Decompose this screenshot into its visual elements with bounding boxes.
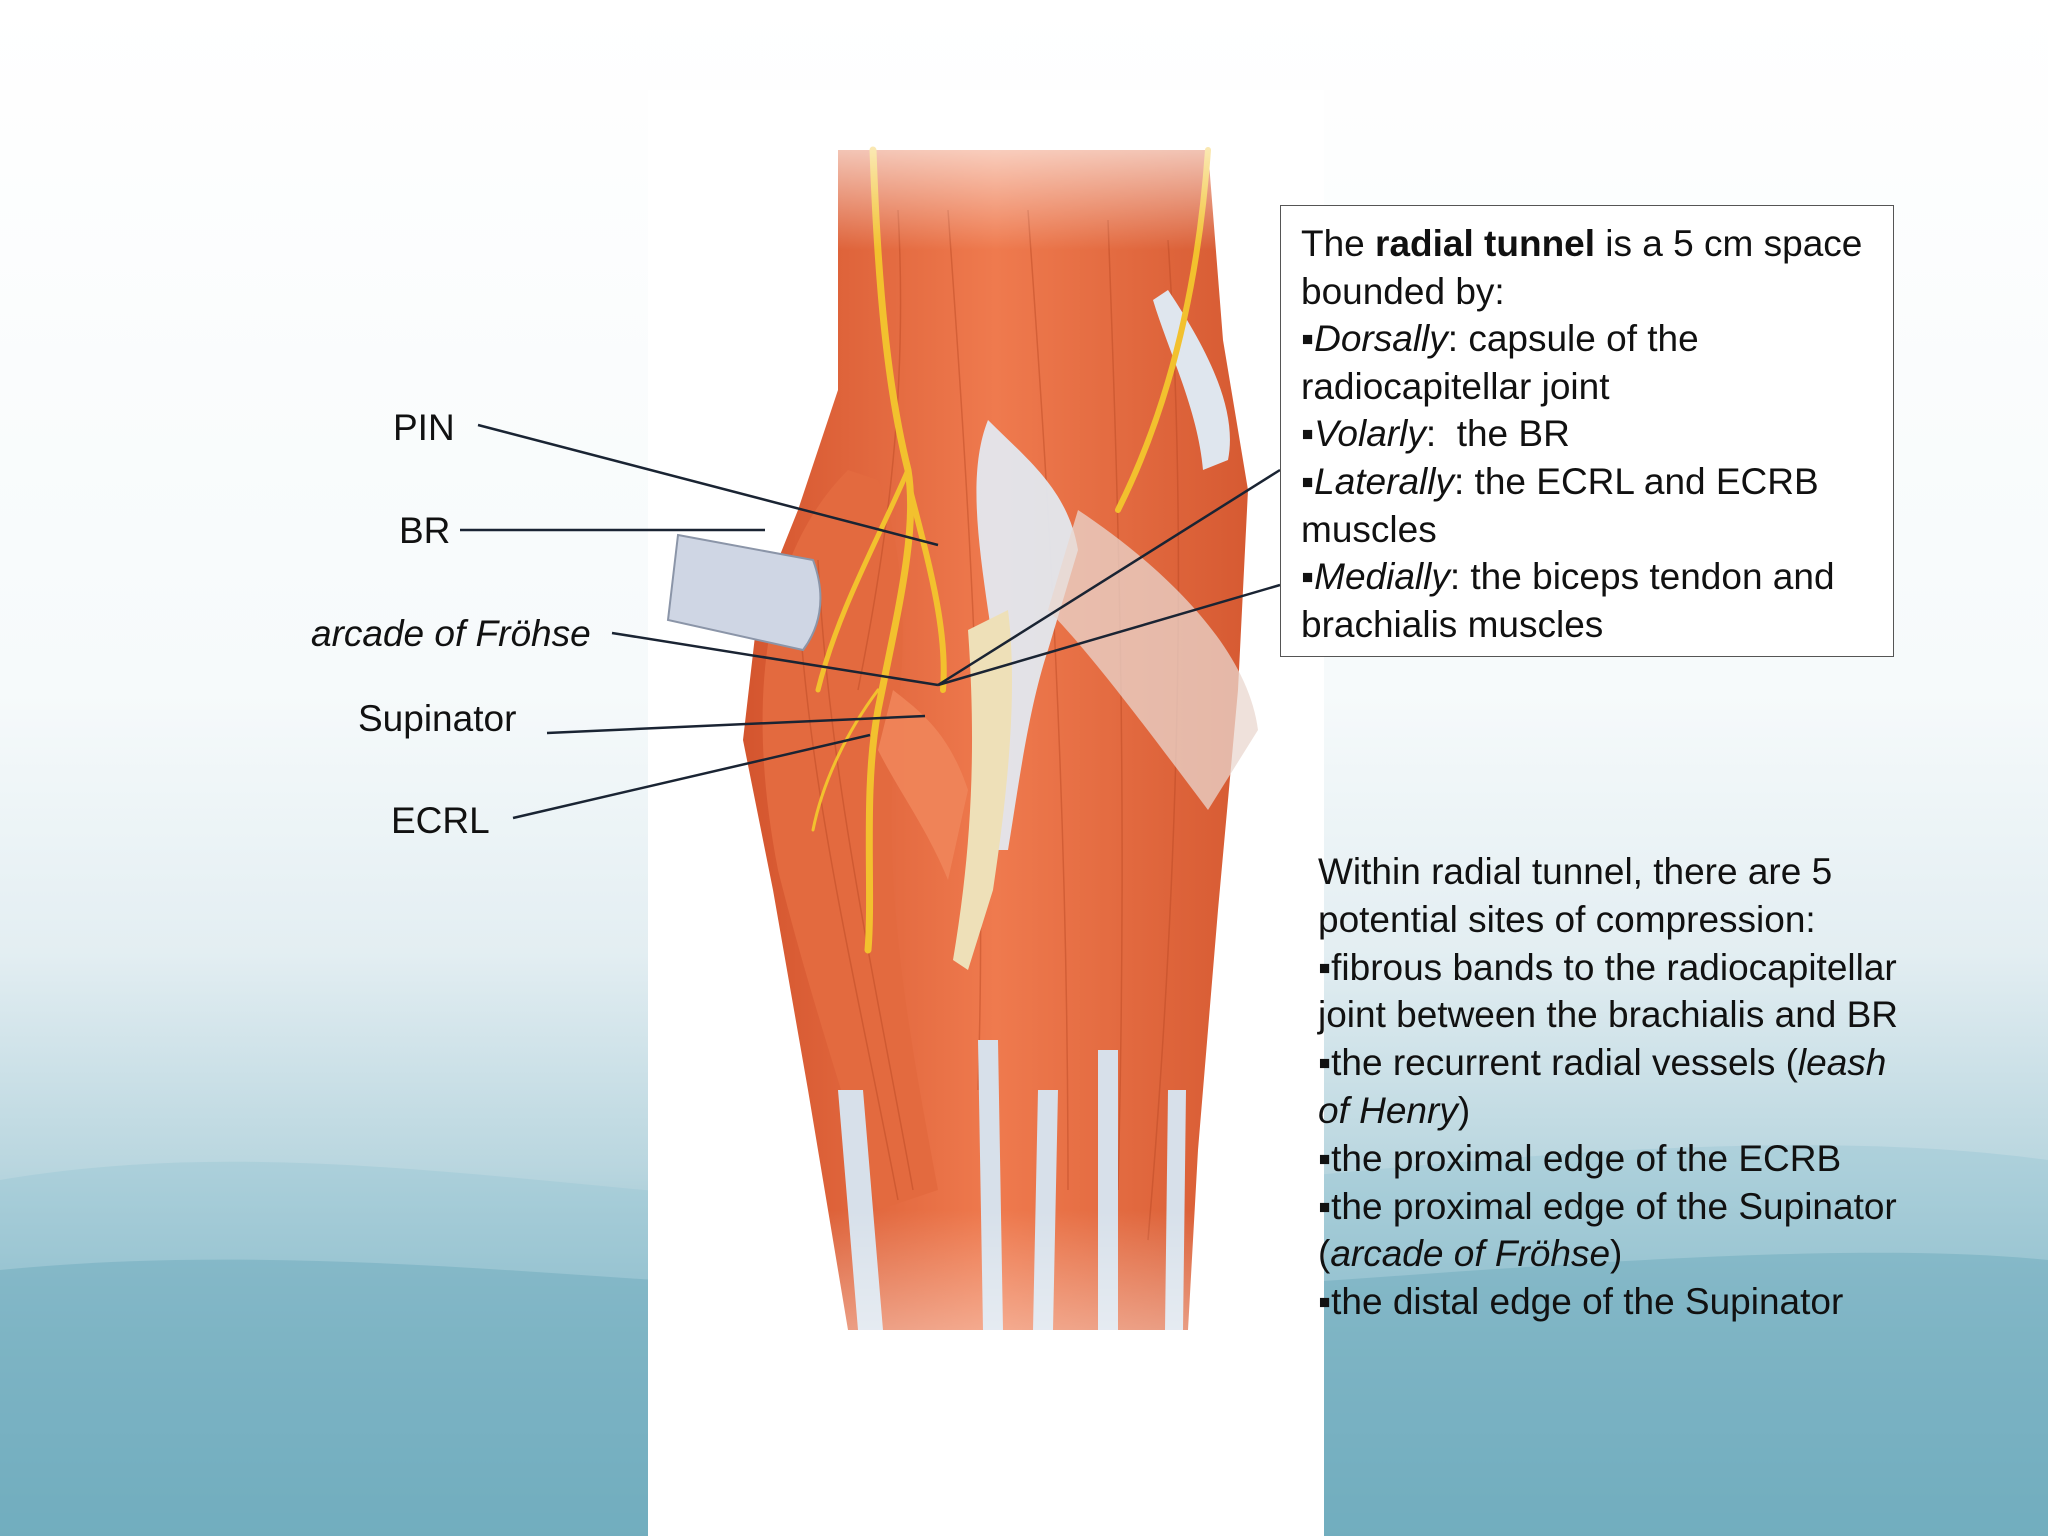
text-volarly: : the BR <box>1425 413 1570 455</box>
bullet: ▪ <box>1301 413 1315 455</box>
term-laterally: Laterally <box>1314 460 1454 502</box>
term-volarly: Volarly <box>1314 413 1426 455</box>
radius-bone <box>953 610 1013 970</box>
bullet: ▪ <box>1301 318 1315 360</box>
term-dorsally: Dorsally <box>1314 318 1448 360</box>
ecrl-label: ECRL <box>391 800 490 841</box>
arcade-of-frohse: arcade of Fröhse <box>1330 1233 1611 1275</box>
site-item-5: ▪the distal edge of the Supinator <box>1318 1281 1844 1323</box>
callout-item-laterally: ▪Laterally: the ECRL and ECRB muscles <box>1301 458 1873 553</box>
callout-intro-bold: radial tunnel <box>1375 223 1596 264</box>
leash-of-henry: leash of Henry <box>1318 1042 1887 1131</box>
site-item-2-post: ) <box>1457 1089 1471 1131</box>
site-item-4: ▪the proximal edge of the Supinator (arc… <box>1318 1183 1918 1279</box>
br-label: BR <box>399 510 451 551</box>
compression-sites-text: Within radial tunnel, there are 5 potent… <box>1318 848 1918 1326</box>
supinator-muscle <box>878 690 968 880</box>
radial-nerve <box>864 146 915 954</box>
medial-tendon <box>1153 290 1230 470</box>
bullet: ▪ <box>1301 556 1315 598</box>
site-item-2: ▪the recurrent radial vessels (leash of … <box>1318 1039 1918 1135</box>
term-medially: Medially <box>1314 556 1450 598</box>
sites-intro: Within radial tunnel, there are 5 potent… <box>1318 851 1833 940</box>
callout-item-medially: ▪Medially: the biceps tendon and brachia… <box>1301 553 1873 648</box>
site-item-3: ▪the proximal edge of the ECRB <box>1318 1137 1842 1179</box>
forearm-anatomy-illustration <box>648 90 1324 1536</box>
arcade-of-frohse-label: arcade of Fröhse <box>311 613 591 654</box>
pin-label: PIN <box>393 407 455 448</box>
supinator-label: Supinator <box>358 698 517 739</box>
callout-intro-post: is a 5 cm space bounded by: <box>1301 223 1863 312</box>
text-dorsally: : capsule of the radiocapitellar joint <box>1301 318 1699 407</box>
text-medially: : the biceps tendon and brachialis muscl… <box>1301 556 1835 645</box>
site-item-2-pre: ▪the recurrent radial vessels ( <box>1318 1042 1798 1084</box>
callout-item-volarly: ▪Volarly: the BR <box>1301 410 1873 458</box>
callout-intro-pre: The <box>1301 223 1376 264</box>
callout-item-dorsally: ▪Dorsally: capsule of the radiocapitella… <box>1301 315 1873 410</box>
radial-tunnel-callout: The radial tunnel is a 5 cm space bounde… <box>1280 205 1894 657</box>
bullet: ▪ <box>1301 460 1315 502</box>
callout-intro: The radial tunnel is a 5 cm space bounde… <box>1301 220 1873 315</box>
site-item-4-post: ) <box>1610 1233 1623 1275</box>
site-item-4-pre: ▪the proximal edge of the Supinator ( <box>1318 1185 1897 1275</box>
text-laterally: : the ECRL and ECRB muscles <box>1301 460 1819 550</box>
site-item-1: ▪fibrous bands to the radiocapitellar jo… <box>1318 946 1899 1036</box>
